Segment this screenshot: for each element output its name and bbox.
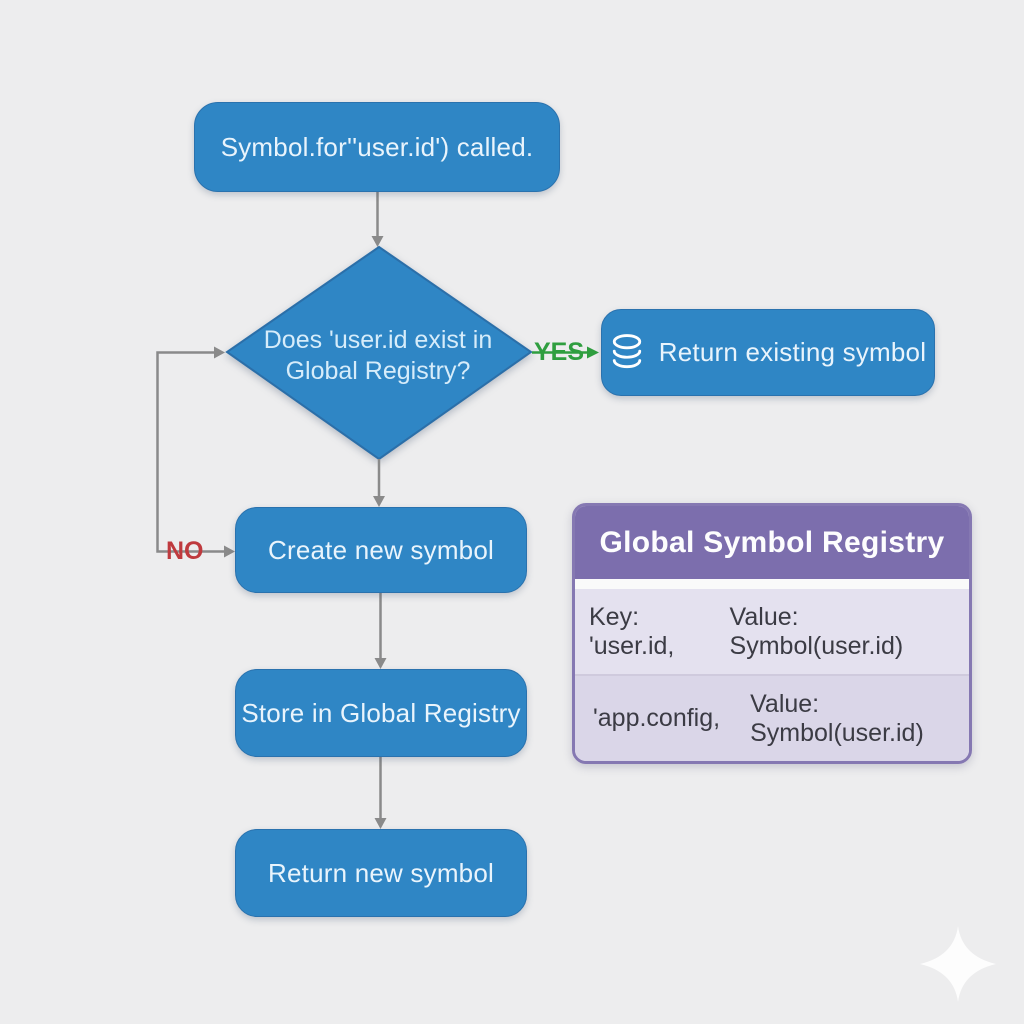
node-start: Symbol.for''user.id') called. [194, 102, 560, 192]
node-create-label: Create new symbol [268, 534, 494, 565]
database-icon [612, 333, 641, 368]
node-start-label: Symbol.for''user.id') called. [220, 131, 534, 162]
node-return-new-label: Return new symbol [268, 857, 494, 888]
node-return-existing-label: Return existing symbol [658, 337, 927, 367]
edge-create-store [374, 593, 387, 669]
registry-title: Global Symbol Registry [599, 525, 945, 559]
registry-row-key: Key: 'user.id, [589, 602, 675, 660]
registry-row-key: 'app.config, [593, 704, 721, 732]
node-store-label: Store in Global Registry [241, 697, 521, 728]
registry-header-divider [575, 579, 969, 589]
no-label: NO [166, 537, 204, 565]
registry-row: Key: 'user.id, Value: Symbol(user.id) [575, 589, 969, 676]
edge-store-return [374, 757, 387, 829]
registry-header: Global Symbol Registry [575, 506, 969, 579]
registry-row-value: Value: Symbol(user.id) [750, 689, 924, 747]
node-return-existing: Return existing symbol [601, 309, 935, 396]
edge-decision-create [373, 459, 385, 507]
edge-start-decision [371, 192, 384, 247]
registry-panel: Global Symbol Registry Key: 'user.id, Va… [572, 503, 972, 764]
node-return-new: Return new symbol [235, 829, 527, 917]
node-store: Store in Global Registry [235, 669, 527, 757]
registry-row-value: Value: Symbol(user.id) [729, 602, 904, 660]
edge-no-loop [156, 346, 235, 558]
node-create: Create new symbol [235, 507, 527, 593]
registry-row: 'app.config, Value: Symbol(user.id) [575, 676, 969, 761]
yes-label: YES [534, 338, 585, 366]
node-decision-label: Does 'user.id exist in Global Registry? [263, 326, 493, 385]
sparkle-icon [920, 926, 996, 1002]
